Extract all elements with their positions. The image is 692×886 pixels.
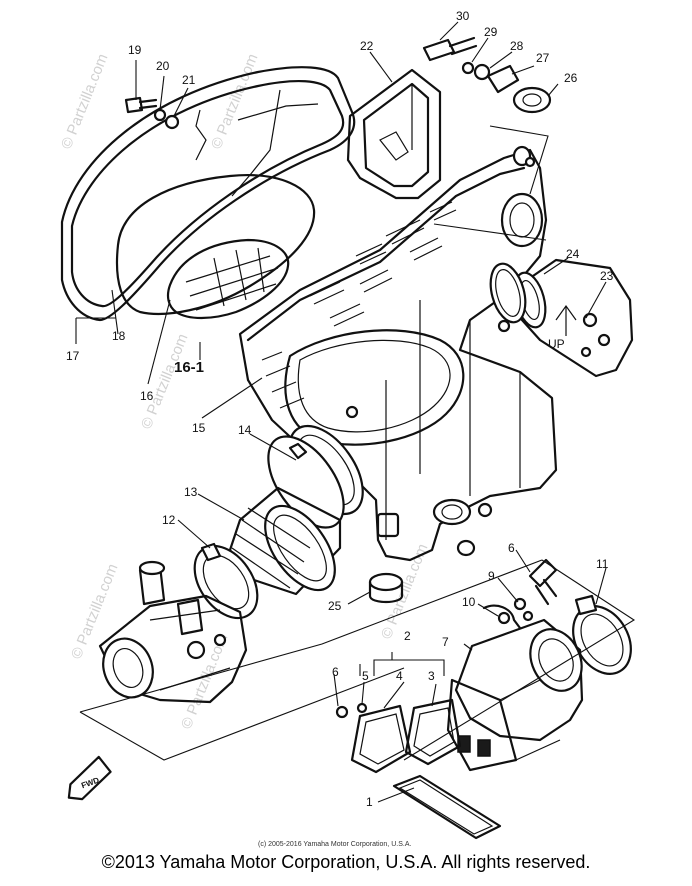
intake-duct: UP — [489, 258, 634, 378]
callout-28: 28 — [510, 39, 524, 53]
callout-6: 6 — [332, 665, 339, 679]
fwd-arrow-icon: FWD — [67, 755, 112, 801]
callout-9: 9 — [488, 569, 495, 583]
callout-4: 4 — [396, 669, 403, 683]
carburetor — [98, 560, 248, 704]
callout-19: 19 — [128, 43, 142, 57]
callout-27: 27 — [536, 51, 550, 65]
callout-2: 2 — [404, 629, 411, 643]
callout-23: 23 — [600, 269, 614, 283]
callout-24: 24 — [566, 247, 580, 261]
footer-copyright: ©2013 Yamaha Motor Corporation, U.S.A. A… — [101, 852, 591, 872]
callout-22: 22 — [360, 39, 374, 53]
callout-15: 15 — [192, 421, 206, 435]
callout-14: 14 — [238, 423, 252, 437]
cover-part-22 — [346, 68, 442, 200]
parts-diagram: © Partzilla.com © Partzilla.com © Partzi… — [58, 9, 636, 848]
callout-29: 29 — [484, 25, 498, 39]
callouts: 19 20 21 22 30 29 28 27 26 24 23 18 17 1… — [66, 9, 614, 809]
watermark-left-top: © Partzilla.com — [58, 51, 112, 151]
reed-plates — [350, 698, 462, 774]
callout-30: 30 — [456, 9, 470, 23]
callout-3: 3 — [428, 669, 435, 683]
gasket — [392, 774, 502, 840]
callout-26: 26 — [564, 71, 578, 85]
air-box — [238, 145, 558, 562]
callout-13: 13 — [184, 485, 198, 499]
callout-11: 11 — [596, 557, 609, 571]
watermark-mid-left: © Partzilla.com — [138, 331, 192, 431]
assembly-lines — [79, 125, 636, 761]
leader-lines — [75, 21, 607, 803]
callout-12: 12 — [162, 513, 176, 527]
fasteners-left — [124, 96, 180, 130]
grommet — [368, 572, 404, 604]
air-filter-element — [115, 174, 316, 320]
callout-1: 1 — [366, 795, 373, 809]
up-label: UP — [548, 337, 565, 351]
callout-8: 6 — [508, 541, 515, 555]
embedded-copyright: (c) 2005-2016 Yamaha Motor Corporation, … — [258, 841, 411, 848]
callout-5: 5 — [362, 669, 369, 683]
callout-21: 21 — [182, 73, 196, 87]
callout-25: 25 — [328, 599, 342, 613]
watermark-top-mid: © Partzilla.com — [208, 51, 262, 151]
intake-joint — [193, 424, 364, 620]
callout-7: 7 — [442, 635, 449, 649]
callout-16-1: 16-1 — [174, 359, 204, 376]
callout-17: 17 — [66, 349, 80, 363]
callout-18: 18 — [112, 329, 126, 343]
air-filter-cover — [60, 66, 356, 322]
callout-20: 20 — [156, 59, 170, 73]
callout-10: 10 — [462, 595, 476, 609]
callout-16: 16 — [140, 389, 154, 403]
reed-valve-manifold — [446, 618, 584, 772]
fasteners-top — [422, 36, 552, 114]
